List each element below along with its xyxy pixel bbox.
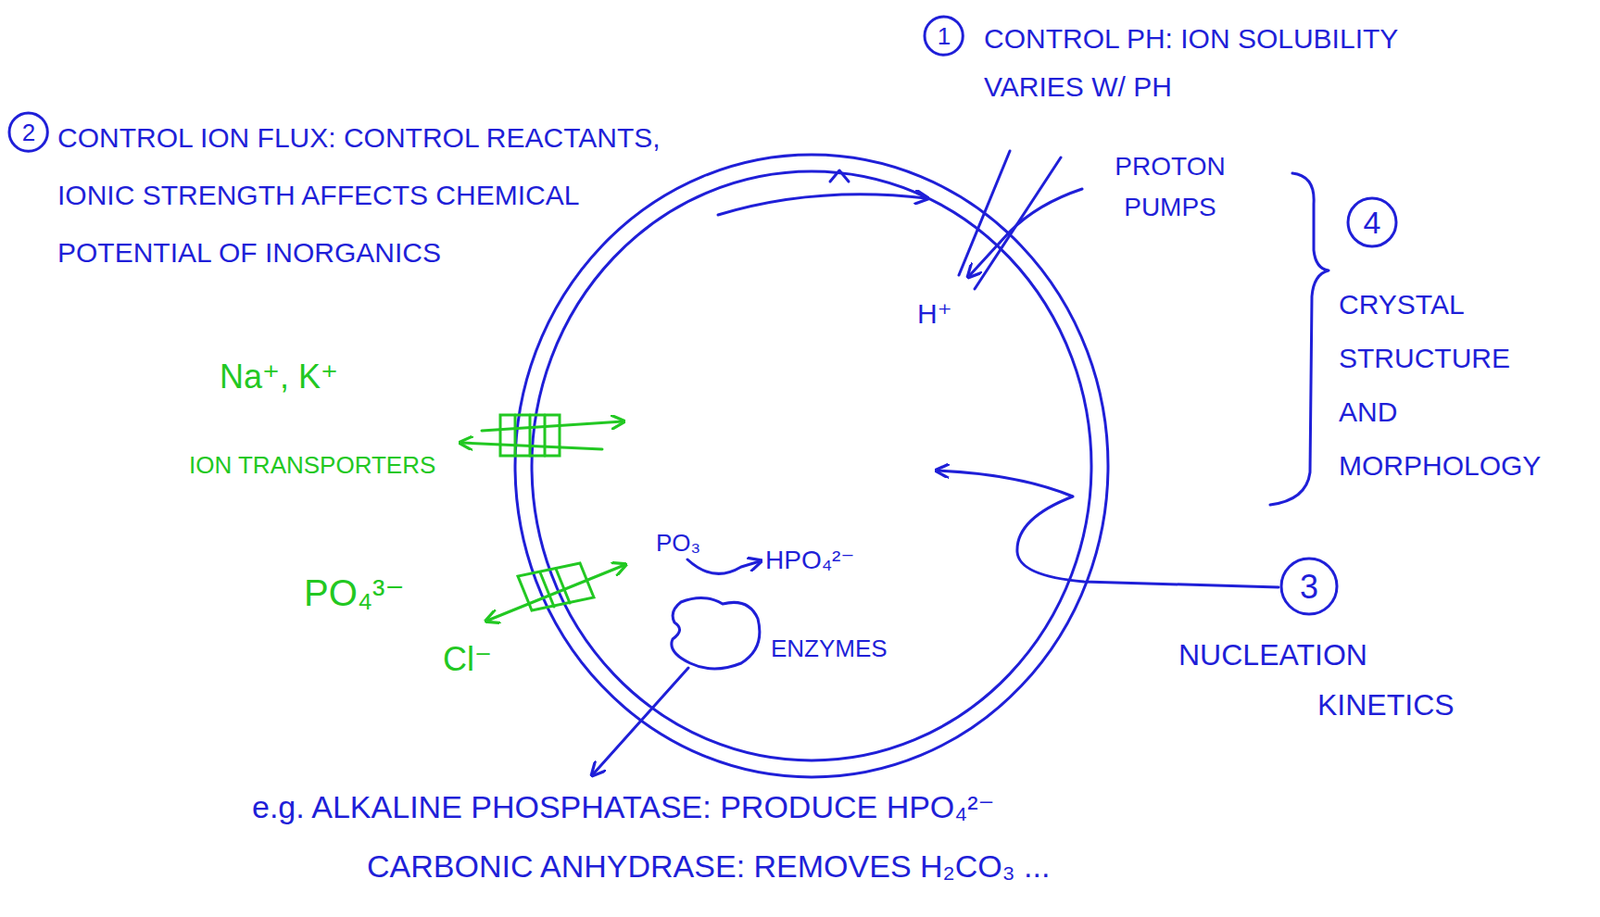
callout-number: 1 [937, 22, 951, 51]
circle-outline [1348, 198, 1397, 247]
transport-arrow [461, 442, 603, 450]
enzyme-blob [671, 597, 760, 669]
callout-circle: 2 [7, 111, 50, 153]
callout-circle: 3 [1279, 556, 1339, 617]
part-label: ION TRANSPORTERS [188, 450, 436, 480]
note-text: e.g. ALKALINE PHOSPHATASE: PRODUCE HPO₄²… [251, 787, 995, 827]
circle-outline [9, 113, 48, 152]
callout-circle: 4 [1346, 196, 1399, 249]
ion-label: PO₄³⁻ [303, 570, 405, 616]
bracket [1270, 173, 1329, 505]
note-text: CONTROL ION FLUX: CONTROL REACTANTS, ION… [57, 109, 688, 282]
ion-transporter [500, 415, 560, 456]
ion-label: H⁺ [917, 296, 953, 332]
nucleation-arrow [937, 470, 1279, 588]
callout-circle: 1 [922, 14, 965, 57]
ion-label: Cl⁻ [442, 639, 492, 681]
callout-number: 2 [22, 118, 36, 147]
part-label: ENZYMES [770, 633, 888, 664]
callout-number: 3 [1299, 567, 1319, 606]
transport-arrow [481, 421, 623, 431]
ion-label: HPO₄²⁻ [765, 544, 855, 577]
ion-label: Na⁺, K⁺ [219, 356, 339, 398]
circle-outline [1281, 558, 1337, 615]
part-label: PROTON PUMPS [1091, 146, 1249, 228]
inner-membrane [531, 171, 1092, 761]
ion-flux-mark [830, 170, 849, 182]
proton-pump-channel [958, 151, 1010, 276]
ion-flux-arrow [718, 194, 927, 215]
transport-arrow [487, 565, 625, 621]
outer-membrane [515, 154, 1109, 778]
ion-transporter [515, 415, 545, 456]
note-text: CARBONIC ANHYDRASE: REMOVES H₂CO₃ ... [366, 846, 1050, 886]
reaction-arrow [687, 559, 760, 574]
ion-label: PO₃ [655, 528, 701, 558]
enzyme-arrow [592, 667, 689, 775]
note-text: CRYSTAL STRUCTURE AND MORPHOLOGY [1338, 277, 1562, 493]
note-text: NUCLEATION KINETICS [1178, 629, 1485, 731]
callout-number: 4 [1363, 204, 1382, 241]
note-text: CONTROL PH: ION SOLUBILITY VARIES W/ PH [983, 14, 1466, 112]
proton-pump-arrow [969, 188, 1083, 277]
circle-outline [924, 16, 963, 55]
